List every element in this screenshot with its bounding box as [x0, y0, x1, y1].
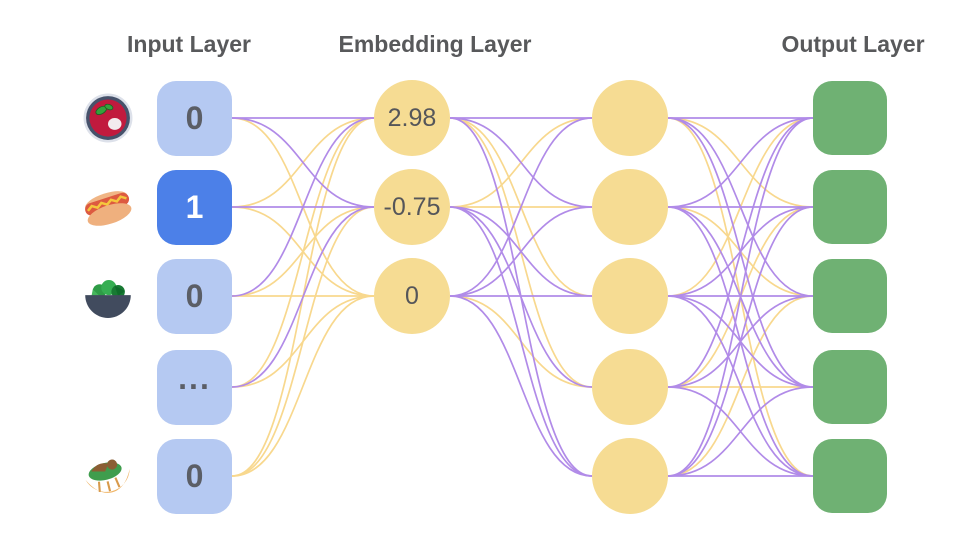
output-node-1	[813, 170, 887, 244]
connection-wire	[231, 295, 375, 477]
output-node-3	[813, 350, 887, 424]
connection-wire	[667, 117, 814, 477]
connection-wire	[231, 117, 375, 388]
soup-icon	[81, 91, 135, 145]
embedding-layer-title: Embedding Layer	[338, 31, 532, 57]
embedding-node-0: 2.98	[374, 80, 450, 156]
input-node-0: 0	[157, 80, 232, 156]
connection-wire	[449, 206, 593, 477]
input-node-2: 0	[157, 258, 232, 334]
hidden-node-2	[592, 258, 668, 334]
connection-wire	[667, 295, 814, 477]
output-node-0	[813, 81, 887, 155]
connection-wire	[449, 206, 593, 297]
embedding-node-value: 0	[405, 281, 419, 310]
connection-wire	[231, 206, 375, 388]
output-layer-title: Output Layer	[781, 31, 925, 57]
input-node-3: ...	[157, 349, 232, 425]
connection-wire	[449, 206, 593, 388]
hidden-node-0	[592, 80, 668, 156]
embedding-node-2: 0	[374, 258, 450, 334]
salad-icon	[81, 269, 135, 323]
connection-wire	[667, 117, 814, 208]
input-node-value: 0	[185, 99, 204, 136]
connection-wire	[231, 117, 375, 208]
input-node-value: 1	[185, 188, 204, 225]
input-node-value: 0	[185, 277, 204, 314]
input-node-1: 1	[157, 169, 232, 245]
hidden-node-4	[592, 438, 668, 514]
embedding-node-value: -0.75	[383, 192, 441, 221]
connection-wire	[231, 117, 375, 297]
connection-wire	[449, 295, 593, 477]
connection-wire	[231, 206, 375, 477]
embedding-node-value: 2.98	[387, 103, 437, 132]
connection-wire	[449, 117, 593, 297]
hidden-node-1	[592, 169, 668, 245]
connection-wire	[667, 386, 814, 477]
pita-icon	[81, 449, 135, 503]
connection-wire	[449, 117, 593, 208]
input-node-value: 0	[185, 457, 204, 494]
input-node-value: ...	[178, 359, 211, 396]
hidden-node-3	[592, 349, 668, 425]
embedding-node-1: -0.75	[374, 169, 450, 245]
input-node-4: 0	[157, 438, 232, 514]
input-layer-title: Input Layer	[127, 31, 251, 57]
output-node-2	[813, 259, 887, 333]
connection-wire	[667, 117, 814, 388]
output-node-4	[813, 439, 887, 513]
hotdog-icon	[81, 180, 135, 234]
connection-wire	[667, 206, 814, 477]
